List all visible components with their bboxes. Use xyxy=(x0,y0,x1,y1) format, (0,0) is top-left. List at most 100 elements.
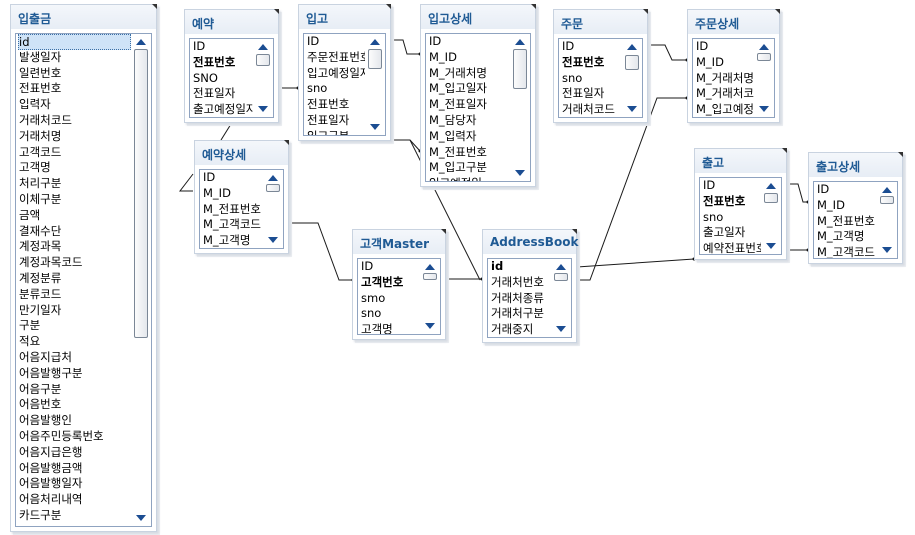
field-item[interactable]: ID xyxy=(696,39,709,53)
field-item[interactable]: ID xyxy=(361,259,374,273)
scroll-down-arrow-icon[interactable] xyxy=(370,124,380,130)
field-item[interactable]: M_거래처명 xyxy=(696,70,754,85)
field-item[interactable]: 출고일자 xyxy=(703,225,746,240)
field-item[interactable]: 거래중지 xyxy=(491,322,534,337)
field-item[interactable]: SNO xyxy=(193,70,218,85)
scroll-up-arrow-icon[interactable] xyxy=(556,264,566,270)
scrollbar[interactable] xyxy=(623,40,641,116)
field-item[interactable]: sno xyxy=(703,209,724,224)
scroll-down-arrow-icon[interactable] xyxy=(268,237,278,243)
scroll-down-arrow-icon[interactable] xyxy=(766,243,776,249)
field-item[interactable]: 거래처번호 xyxy=(491,274,544,289)
field-item[interactable]: 전표번호 xyxy=(703,193,746,208)
scroll-down-arrow-icon[interactable] xyxy=(556,326,566,332)
field-item[interactable]: 전표번호 xyxy=(562,54,605,69)
scroll-up-arrow-icon[interactable] xyxy=(136,39,146,45)
field-item[interactable]: sno xyxy=(562,70,583,85)
field-item[interactable]: M_고객코드 xyxy=(817,245,875,258)
field-item[interactable]: ID xyxy=(703,178,716,192)
field-item[interactable]: smo xyxy=(361,290,386,305)
field-item[interactable]: 카드구분 xyxy=(19,507,62,522)
scroll-up-arrow-icon[interactable] xyxy=(766,183,776,189)
scroll-up-arrow-icon[interactable] xyxy=(425,264,435,270)
field-item[interactable]: 계정과목코드 xyxy=(19,255,83,270)
field-item[interactable]: 예약전표번호 xyxy=(703,241,761,254)
field-item[interactable]: 입고예정일자 xyxy=(307,65,365,80)
field-item[interactable]: 계정과목 xyxy=(19,239,62,254)
field-item[interactable]: 어음주민등록번호 xyxy=(19,428,104,443)
field-item[interactable]: sno xyxy=(361,306,382,321)
field-item[interactable]: 이체구분 xyxy=(19,191,62,206)
field-item[interactable]: M_입고구분 xyxy=(429,160,487,175)
field-item[interactable]: 출고예정일자 xyxy=(193,102,253,117)
field-item[interactable]: 거래처종류 xyxy=(491,290,544,305)
scroll-down-arrow-icon[interactable] xyxy=(515,170,525,176)
field-item[interactable]: 결재수단 xyxy=(19,223,62,238)
field-item[interactable]: id xyxy=(18,34,131,50)
field-item[interactable]: M_전표번호 xyxy=(429,144,487,159)
scroll-up-arrow-icon[interactable] xyxy=(258,44,268,50)
field-item[interactable]: 계정분류 xyxy=(19,270,62,285)
scroll-up-arrow-icon[interactable] xyxy=(370,39,380,45)
scroll-up-arrow-icon[interactable] xyxy=(759,44,769,50)
field-item[interactable]: 만기일자 xyxy=(19,302,62,317)
scroll-thumb[interactable] xyxy=(513,49,527,89)
field-item[interactable]: 어음발행금액 xyxy=(19,460,83,475)
scrollbar[interactable] xyxy=(878,183,896,257)
table-title[interactable]: 입출금 xyxy=(11,4,157,29)
field-item[interactable]: M_거래처코드 xyxy=(696,86,754,101)
field-item[interactable]: 입력자 xyxy=(19,97,51,112)
field-item[interactable]: 어음지급처 xyxy=(19,349,72,364)
field-item[interactable]: 일련번호 xyxy=(19,65,62,80)
field-item[interactable]: 전표일자 xyxy=(562,86,605,101)
scrollbar[interactable] xyxy=(366,35,384,134)
scroll-up-arrow-icon[interactable] xyxy=(882,187,892,193)
table-title[interactable]: 주문 xyxy=(554,9,648,34)
scroll-down-arrow-icon[interactable] xyxy=(627,106,637,112)
field-item[interactable]: 고객명 xyxy=(19,160,51,175)
table-title[interactable]: 입고 xyxy=(299,4,391,29)
field-item[interactable]: ID xyxy=(429,34,442,48)
field-item[interactable]: 어음발행구분 xyxy=(19,365,83,380)
scroll-down-arrow-icon[interactable] xyxy=(882,247,892,253)
scrollbar[interactable] xyxy=(762,179,780,253)
scroll-down-arrow-icon[interactable] xyxy=(425,323,435,329)
scroll-thumb[interactable] xyxy=(134,49,148,338)
table-title[interactable]: AddressBook xyxy=(483,229,578,254)
table-title[interactable]: 입고상세 xyxy=(421,4,536,29)
scrollbar[interactable] xyxy=(421,260,439,333)
table-title[interactable]: 출고 xyxy=(695,148,787,173)
field-item[interactable]: 어음처리내역 xyxy=(19,492,83,507)
field-item[interactable]: 거래처코드 xyxy=(19,112,72,127)
field-item[interactable]: 전표일자 xyxy=(307,112,350,127)
field-item[interactable]: ID xyxy=(817,182,830,196)
field-item[interactable]: ID xyxy=(203,170,216,184)
table-title[interactable]: 예약상세 xyxy=(195,140,289,165)
field-item[interactable]: M_ID xyxy=(817,197,845,212)
scrollbar[interactable] xyxy=(552,260,570,336)
field-item[interactable]: 거래처구분 xyxy=(491,306,544,321)
scroll-down-arrow-icon[interactable] xyxy=(759,106,769,112)
field-item[interactable]: M_입고일자 xyxy=(429,81,487,96)
field-item[interactable]: 주문전표번호 xyxy=(307,49,365,64)
table-title[interactable]: 예약 xyxy=(185,9,279,34)
field-list[interactable]: ID주문전표번호입고예정일자sno전표번호전표일자입고구분 xyxy=(303,33,386,136)
field-item[interactable]: 입고구분 xyxy=(306,129,365,135)
scroll-up-arrow-icon[interactable] xyxy=(268,175,278,181)
field-item[interactable]: 전표번호 xyxy=(19,81,62,96)
field-item[interactable]: 금액 xyxy=(19,207,41,222)
scrollbar[interactable] xyxy=(132,35,150,525)
